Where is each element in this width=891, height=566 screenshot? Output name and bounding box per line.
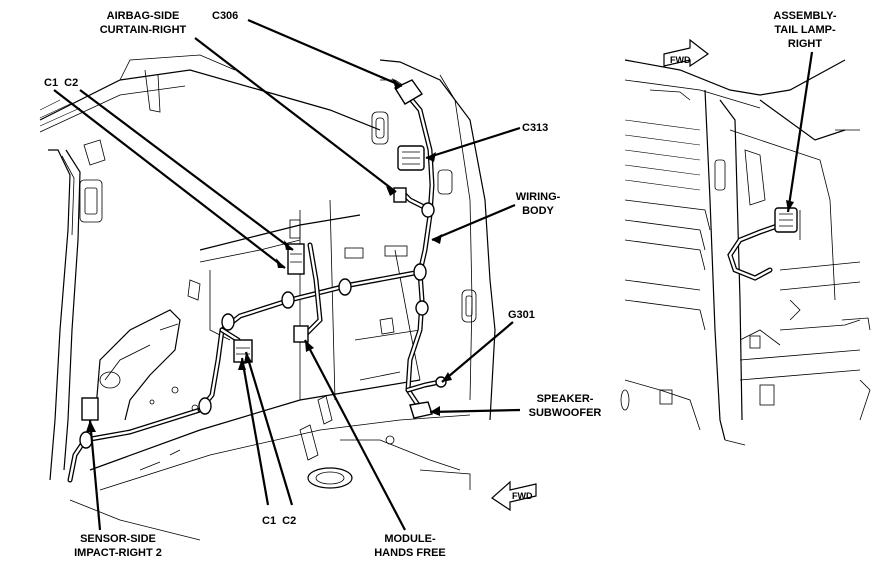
hands-free-module-connector [293, 325, 309, 343]
body-structure-right [620, 59, 871, 446]
label-c313: C313 [522, 122, 548, 134]
sensor-impact-connector [81, 397, 99, 421]
svg-text:CURTAIN-RIGHT: CURTAIN-RIGHT [100, 24, 187, 36]
svg-text:TAIL LAMP-: TAIL LAMP- [774, 24, 836, 36]
leader-lines-left [53, 18, 521, 531]
svg-text:SUBWOOFER: SUBWOOFER [529, 407, 602, 419]
tail-lamp-leader [786, 51, 814, 213]
label-c1-c2-top: C1 C2 [44, 77, 78, 89]
svg-text:ASSEMBLY-: ASSEMBLY- [773, 10, 837, 22]
c1-c2-top-connectors [287, 243, 305, 275]
fwd-arrow-bottom-label: FWD [512, 491, 533, 501]
fwd-arrow-top-label: FWD [670, 55, 691, 65]
svg-text:WIRING-: WIRING- [516, 191, 561, 203]
svg-text:MODULE-: MODULE- [384, 533, 436, 545]
label-wiring-body: WIRING- BODY [516, 191, 561, 217]
label-g301: G301 [508, 309, 535, 321]
label-c1-c2-bottom: C1 C2 [262, 515, 296, 527]
label-sensor: SENSOR-SIDE IMPACT-RIGHT 2 [74, 533, 162, 559]
svg-text:HANDS FREE: HANDS FREE [374, 547, 446, 559]
label-module: MODULE- HANDS FREE [374, 533, 446, 559]
speaker-subwoofer-connector [409, 401, 433, 419]
connectors-left [81, 79, 447, 421]
svg-text:IMPACT-RIGHT 2: IMPACT-RIGHT 2 [74, 547, 162, 559]
airbag-curtain-connector [393, 187, 407, 203]
svg-text:BODY: BODY [522, 205, 554, 217]
label-airbag-curtain: AIRBAG-SIDE CURTAIN-RIGHT [100, 10, 187, 36]
fwd-arrow-bottom: FWD [491, 480, 537, 512]
svg-text:AIRBAG-SIDE: AIRBAG-SIDE [107, 10, 180, 22]
label-c306: C306 [212, 10, 238, 22]
svg-text:SPEAKER-: SPEAKER- [537, 393, 594, 405]
label-tail-lamp: ASSEMBLY- TAIL LAMP- RIGHT [773, 10, 837, 50]
svg-text:SENSOR-SIDE: SENSOR-SIDE [80, 533, 156, 545]
label-speaker: SPEAKER- SUBWOOFER [529, 393, 602, 419]
fwd-arrow-top: FWD [663, 38, 710, 68]
tail-lamp-harness [727, 207, 798, 281]
svg-text:RIGHT: RIGHT [788, 38, 823, 50]
